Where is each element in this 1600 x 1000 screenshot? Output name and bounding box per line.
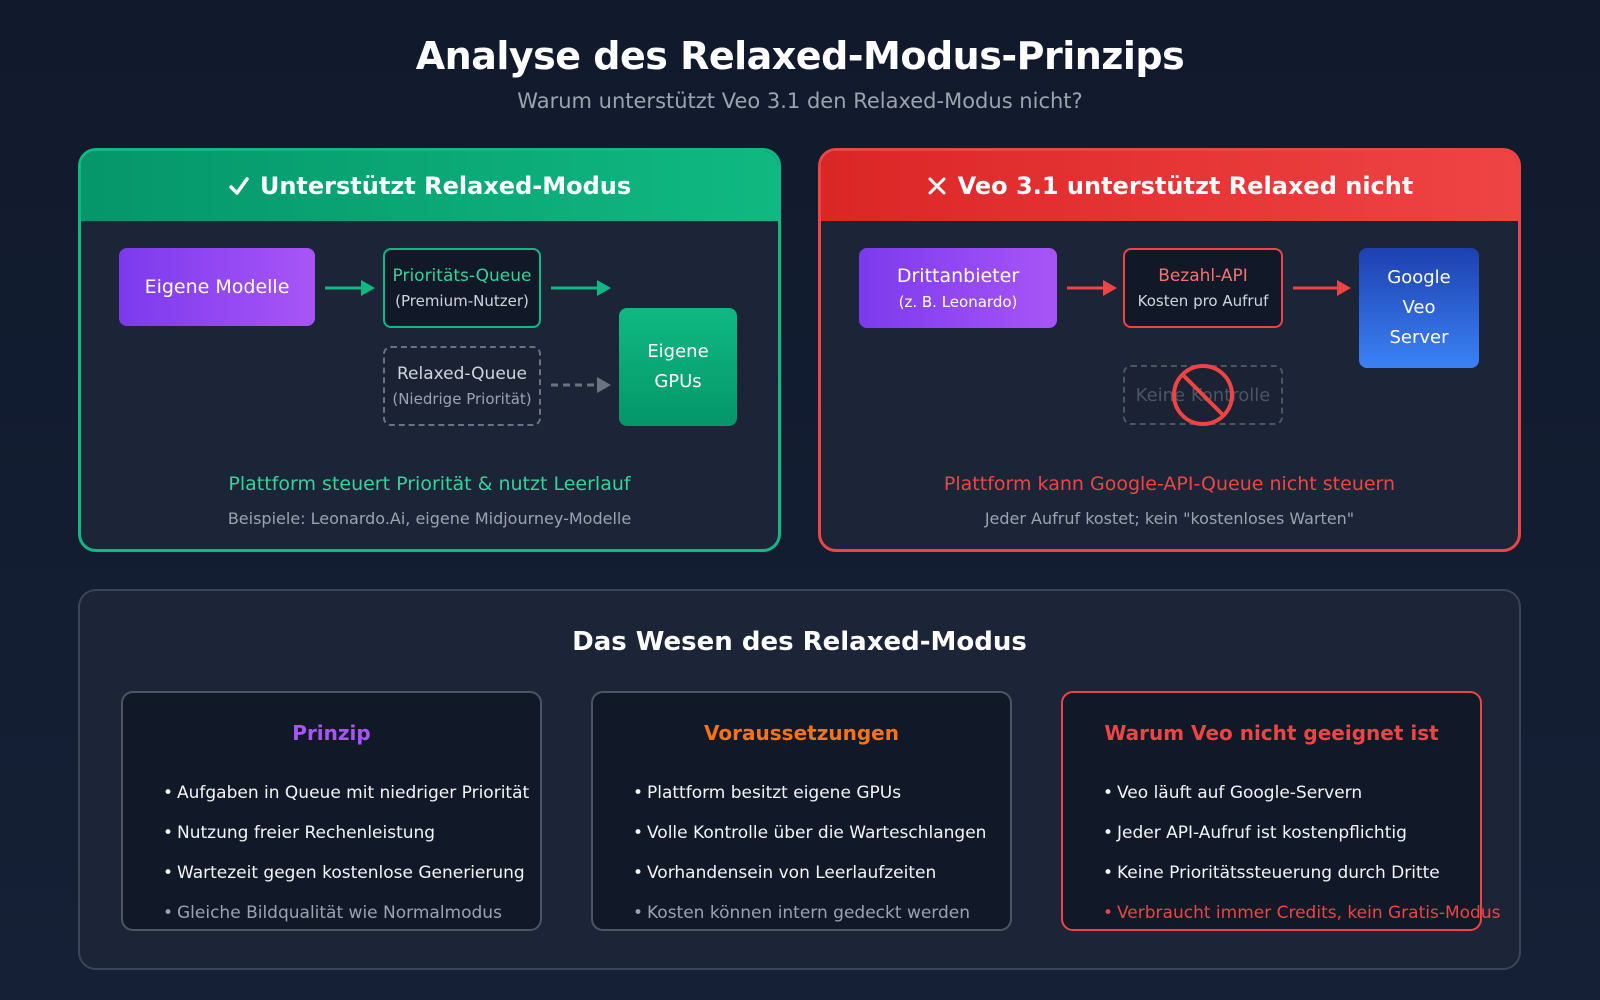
third-party-node: Drittanbieter (z. B. Leonardo)	[859, 248, 1057, 328]
paid-api-node: Bezahl-API Kosten pro Aufruf	[1123, 248, 1283, 328]
essence-section: Das Wesen des Relaxed-Modus Prinzip •Auf…	[78, 589, 1521, 970]
server-label-line1: Google	[1387, 267, 1451, 288]
unsupported-note: Plattform kann Google-API-Queue nicht st…	[943, 473, 1396, 495]
cross-icon	[926, 175, 948, 197]
own-models-label: Eigene Modelle	[144, 276, 290, 298]
unsupported-examples: Jeder Aufruf kostet; kein "kostenloses W…	[984, 509, 1355, 528]
requirements-card: Voraussetzungen •Plattform besitzt eigen…	[591, 691, 1012, 931]
list-item: •Plattform besitzt eigene GPUs	[633, 783, 902, 803]
principle-card: Prinzip •Aufgaben in Queue mit niedriger…	[121, 691, 542, 931]
page-title: Analyse des Relaxed-Modus-Prinzips	[415, 34, 1185, 78]
own-gpus-label-line2: GPUs	[654, 371, 702, 392]
prohibited-icon	[1172, 364, 1234, 426]
why-not-veo-card-title: Warum Veo nicht geeignet ist	[1104, 721, 1439, 745]
list-item: •Keine Prioritätssteuerung durch Dritte	[1103, 863, 1440, 883]
check-icon	[228, 175, 250, 197]
paid-api-label: Bezahl-API	[1158, 266, 1248, 286]
left-flow-arrows	[325, 280, 611, 393]
principle-card-title: Prinzip	[292, 721, 371, 745]
list-item: •Vorhandensein von Leerlaufzeiten	[633, 863, 937, 883]
arrow-right-icon	[1067, 280, 1117, 296]
relaxed-queue-node: Relaxed-Queue (Niedrige Priorität)	[383, 346, 541, 426]
supported-panel-title: Unterstützt Relaxed-Modus	[259, 172, 632, 200]
priority-queue-label: Prioritäts-Queue	[392, 266, 532, 286]
list-item: •Verbraucht immer Credits, kein Gratis-M…	[1103, 903, 1501, 923]
list-item: •Jeder API-Aufruf ist kostenpflichtig	[1103, 823, 1407, 843]
supported-panel: Unterstützt Relaxed-Modus Eigene Modelle…	[78, 148, 781, 552]
principle-list: •Aufgaben in Queue mit niedriger Priorit…	[163, 773, 583, 933]
supported-panel-header: Unterstützt Relaxed-Modus	[81, 151, 778, 221]
relaxed-queue-sublabel: (Niedrige Priorität)	[392, 390, 532, 408]
unsupported-panel: Veo 3.1 unterstützt Relaxed nicht Dritta…	[818, 148, 1521, 552]
list-item: •Aufgaben in Queue mit niedriger Priorit…	[163, 783, 530, 803]
requirements-list: •Plattform besitzt eigene GPUs •Volle Ko…	[633, 773, 1053, 933]
arrow-right-icon	[1293, 280, 1351, 296]
why-not-veo-list: •Veo läuft auf Google-Servern •Jeder API…	[1103, 773, 1523, 933]
arrow-right-icon	[551, 280, 611, 296]
list-item: •Gleiche Bildqualität wie Normalmodus	[163, 903, 502, 923]
priority-queue-sublabel: (Premium-Nutzer)	[395, 292, 529, 310]
list-item: •Kosten können intern gedeckt werden	[633, 903, 971, 923]
right-flow-arrows	[1067, 280, 1351, 426]
third-party-sublabel: (z. B. Leonardo)	[898, 293, 1018, 311]
essence-title: Das Wesen des Relaxed-Modus	[572, 627, 1027, 657]
arrow-right-icon	[325, 280, 375, 296]
server-label-line3: Server	[1389, 327, 1449, 348]
list-item: •Nutzung freier Rechenleistung	[163, 823, 436, 843]
page-subtitle: Warum unterstützt Veo 3.1 den Relaxed-Mo…	[517, 89, 1083, 113]
requirements-card-title: Voraussetzungen	[704, 721, 899, 745]
relaxed-queue-label: Relaxed-Queue	[396, 364, 528, 384]
why-not-veo-card: Warum Veo nicht geeignet ist •Veo läuft …	[1061, 691, 1500, 931]
priority-queue-node: Prioritäts-Queue (Premium-Nutzer)	[383, 248, 541, 328]
server-label-line2: Veo	[1402, 297, 1436, 318]
supported-examples: Beispiele: Leonardo.Ai, eigene Midjourne…	[227, 509, 632, 528]
own-gpus-node: Eigene GPUs	[619, 308, 737, 426]
paid-api-sublabel: Kosten pro Aufruf	[1137, 292, 1269, 310]
unsupported-panel-header: Veo 3.1 unterstützt Relaxed nicht	[821, 151, 1518, 221]
own-gpus-label-line1: Eigene	[647, 341, 709, 362]
arrow-right-icon	[551, 377, 611, 393]
unsupported-panel-title: Veo 3.1 unterstützt Relaxed nicht	[957, 172, 1414, 200]
own-models-node: Eigene Modelle	[119, 248, 315, 326]
list-item: •Volle Kontrolle über die Warteschlangen	[633, 823, 987, 843]
google-veo-server-node: Google Veo Server	[1359, 248, 1479, 368]
list-item: •Veo läuft auf Google-Servern	[1103, 783, 1363, 803]
third-party-label: Drittanbieter	[896, 265, 1020, 287]
supported-note: Plattform steuert Priorität & nutzt Leer…	[228, 473, 631, 495]
list-item: •Wartezeit gegen kostenlose Generierung	[163, 863, 525, 883]
